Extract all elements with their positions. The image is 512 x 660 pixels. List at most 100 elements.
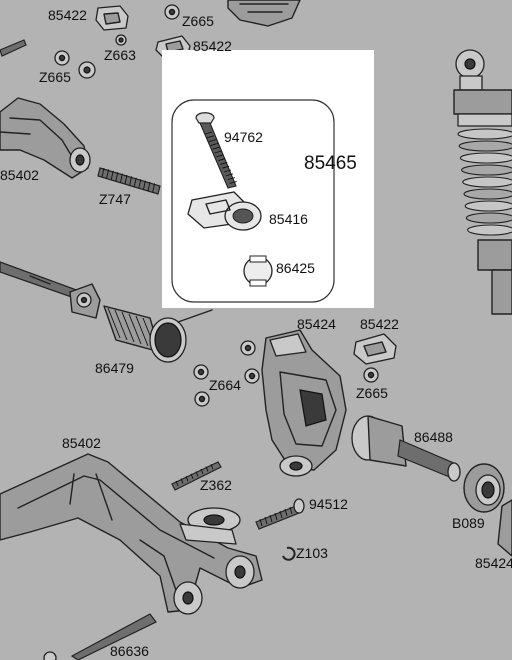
thread-line <box>289 506 293 515</box>
stub-axle-86488 <box>351 415 461 482</box>
thread-line <box>129 176 133 186</box>
nut-z665-top <box>164 4 180 20</box>
label-86488: 86488 <box>414 429 453 445</box>
label-85402-lower: 85402 <box>62 435 101 451</box>
thread-line <box>259 518 263 527</box>
label-85422-right: 85422 <box>360 316 399 332</box>
boot-rib <box>114 309 128 341</box>
thread-line <box>195 471 199 477</box>
shock-spring-coil <box>465 212 512 224</box>
pin-top-left <box>0 39 27 57</box>
knuckle-fragment-right <box>497 499 512 557</box>
steering-knuckle <box>261 329 347 477</box>
thread-line <box>264 516 268 525</box>
thread-line <box>185 476 189 482</box>
thread-line <box>227 177 235 181</box>
label-94762: 94762 <box>224 129 263 145</box>
thread-line <box>210 142 218 146</box>
cv-joint <box>69 283 101 319</box>
thread-line <box>119 173 123 183</box>
hinge-pin-86636 <box>70 613 157 660</box>
nut-z665-right <box>363 367 379 383</box>
suspension-arm-lower <box>0 453 263 615</box>
nut-z664-b <box>244 368 260 384</box>
label-94512: 94512 <box>309 496 348 512</box>
eclip-z103 <box>282 546 296 561</box>
label-86636: 86636 <box>110 643 149 659</box>
nut-z665-b <box>78 61 96 79</box>
thread-line <box>106 169 110 179</box>
suspension-arm-upper <box>0 97 91 179</box>
thread-line <box>101 167 105 178</box>
thread-line <box>214 150 222 154</box>
thread-line <box>152 183 156 193</box>
ball-86425 <box>243 255 273 287</box>
shock-spring-coil <box>463 188 512 200</box>
thread-line <box>190 473 194 479</box>
thread-line <box>210 464 214 470</box>
shock-spring-coil <box>462 176 512 188</box>
nut-z664-c <box>193 364 209 380</box>
boot-rib <box>135 315 149 347</box>
thread-line <box>212 146 220 150</box>
thread-line <box>229 180 237 184</box>
nut-z664-d <box>194 391 210 407</box>
thread-line <box>218 158 226 162</box>
nut-bottom-left <box>43 651 57 660</box>
leader-line-boot <box>177 309 213 323</box>
thread-line <box>206 135 215 139</box>
nut-85422-top <box>95 5 129 31</box>
thread-line <box>279 510 283 519</box>
thread-line <box>147 181 151 192</box>
label-86425: 86425 <box>276 260 315 276</box>
nut-z664-a <box>240 340 256 356</box>
nut-z665-a <box>54 50 70 66</box>
thread-line <box>284 508 288 517</box>
label-z665-top: Z665 <box>182 13 214 29</box>
thread-line <box>223 169 232 173</box>
thread-line <box>269 514 273 523</box>
label-z665-left: Z665 <box>39 69 71 85</box>
thread-line <box>115 172 119 182</box>
inset-kit-panel <box>162 50 374 308</box>
shock-spring-coil <box>467 224 512 236</box>
nut-z663 <box>115 34 127 46</box>
thread-line <box>133 177 137 187</box>
thread-line <box>221 165 230 169</box>
thread-line <box>225 173 234 177</box>
label-85465: 85465 <box>304 153 357 174</box>
shock-spring-coil <box>461 164 512 176</box>
chassis-fragment-top <box>227 0 301 27</box>
screw-94762 <box>195 112 237 189</box>
pin-z362 <box>171 461 222 491</box>
thread-line <box>124 174 128 185</box>
threaded-rod-z747 <box>97 167 161 195</box>
label-85424-edge: 85424 <box>475 555 512 571</box>
label-z103: Z103 <box>296 545 328 561</box>
thread-line <box>205 466 209 472</box>
label-86479: 86479 <box>95 360 134 376</box>
thread-line <box>216 154 224 158</box>
label-z665-right: Z665 <box>356 385 388 401</box>
label-b089: B089 <box>452 515 485 531</box>
label-85422-top: 85422 <box>48 7 87 23</box>
label-z664: Z664 <box>209 377 241 393</box>
shock-spring-coil <box>464 200 512 212</box>
shock-spring-coil <box>459 152 512 164</box>
thread-line <box>180 478 184 484</box>
thread-line <box>138 179 142 189</box>
label-z747: Z747 <box>99 191 131 207</box>
label-85402-upper: 85402 <box>0 167 39 183</box>
thread-line <box>274 512 278 521</box>
thread-line <box>175 480 179 487</box>
label-z663: Z663 <box>104 47 136 63</box>
shock-absorber <box>453 49 512 315</box>
thread-line <box>204 131 213 135</box>
thread-line <box>220 161 228 165</box>
shock-spring-coil <box>458 140 512 152</box>
boot-rib <box>128 313 142 345</box>
label-85416: 85416 <box>269 211 308 227</box>
label-z362: Z362 <box>200 477 232 493</box>
thread-line <box>142 180 146 190</box>
